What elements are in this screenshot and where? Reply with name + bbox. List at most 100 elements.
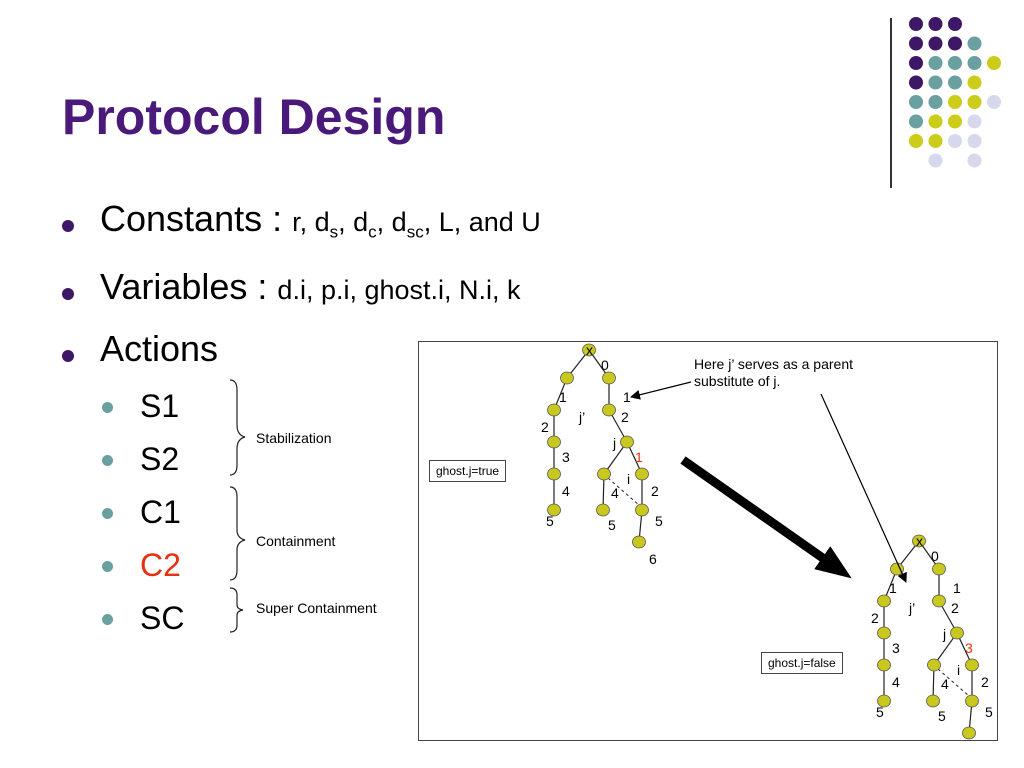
tree-label: 2	[621, 409, 629, 425]
tree-node	[560, 371, 574, 385]
tree-node	[965, 658, 979, 672]
tree-label: 5	[546, 513, 554, 529]
decor-dot	[948, 114, 962, 129]
tree-label: i	[957, 662, 960, 678]
decor-dot	[909, 56, 923, 70]
tree-label: j’	[578, 409, 585, 425]
decor-dot	[967, 95, 982, 109]
tree-node	[620, 435, 634, 449]
tree-node	[547, 403, 561, 417]
decor-dot	[928, 17, 943, 31]
tree-label: j	[612, 435, 616, 451]
tree-label: 2	[951, 600, 959, 616]
decor-dot	[948, 75, 962, 90]
tree-label: 3	[965, 640, 973, 656]
group-brackets	[229, 379, 246, 633]
decor-dot	[967, 36, 982, 51]
decor-dot	[909, 114, 923, 129]
tree-label: j’	[908, 600, 915, 616]
tree-label: 5	[876, 704, 884, 720]
decor-dot	[928, 36, 943, 51]
tree-node	[877, 626, 891, 640]
tree-label: x	[916, 533, 923, 549]
tree-node	[632, 535, 646, 549]
dashed-edge	[937, 668, 970, 697]
decor-dot	[928, 56, 943, 70]
tree-node	[877, 694, 891, 708]
tree-label: j	[942, 626, 946, 642]
tree-node	[635, 467, 649, 481]
tree-label: 2	[541, 419, 549, 435]
group-label-containment: Containment	[256, 533, 336, 549]
decor-dot	[928, 95, 943, 109]
tree-label: 0	[931, 548, 939, 564]
tree-node	[635, 503, 649, 517]
transition-arrow	[680, 456, 852, 579]
group-label-super-containment: Super Containment	[256, 600, 377, 616]
decor-dot	[967, 75, 982, 90]
decor-dot	[909, 17, 923, 31]
sub-bullet-dot	[102, 402, 113, 413]
decor-dot	[948, 95, 962, 109]
ghost-false-box: ghost.j=false	[761, 652, 843, 674]
tree-node	[547, 435, 561, 449]
bullet-dot	[62, 350, 74, 362]
tree-label: 5	[938, 708, 946, 724]
decor-dot	[928, 153, 943, 168]
actions-label: Actions	[100, 328, 219, 369]
tree-label: 4	[892, 674, 900, 690]
decor-dot	[967, 134, 982, 148]
dashed-edge	[607, 477, 640, 506]
tree-label: 5	[608, 517, 616, 533]
sub-bullet-dot	[102, 508, 113, 519]
tree-node	[965, 694, 979, 708]
bracket-stabilization	[229, 379, 246, 476]
decor-dot	[909, 36, 923, 51]
constants-values: r, ds, dc, dsc, L, and U	[292, 207, 541, 242]
tree-node	[932, 594, 946, 608]
tree-node	[877, 658, 891, 672]
tree-node	[602, 403, 616, 417]
constants-label: Constants :	[100, 198, 293, 239]
sub-bullet-dot	[102, 455, 113, 466]
tree-node	[912, 534, 926, 548]
bullet-dot	[62, 288, 74, 300]
tree-label: 0	[601, 357, 609, 373]
slide-title: Protocol Design	[62, 89, 446, 145]
variables-values: d.i, p.i, ghost.i, N.i, k	[277, 275, 521, 305]
tree-label: 3	[892, 640, 900, 656]
tree-node	[932, 562, 946, 576]
tree-label: 1	[559, 389, 567, 405]
sub-bullet-dot	[102, 614, 113, 625]
decor-dot	[967, 153, 982, 168]
note-arrow-to-jprime	[630, 381, 692, 400]
ghost-true-box: ghost.j=true	[429, 460, 507, 482]
tree-label: 5	[655, 513, 663, 529]
bracket-containment	[229, 486, 246, 581]
decor-dot	[928, 75, 943, 90]
corner-dot-decoration	[909, 17, 1001, 168]
tree-label: 5	[985, 704, 993, 720]
group-label-stabilization: Stabilization	[256, 430, 332, 446]
diagram-note: Here j’ serves as a parent substitute of…	[694, 356, 853, 389]
tree-node	[597, 467, 611, 481]
decor-dot	[928, 134, 943, 148]
tree-node	[602, 371, 616, 385]
tree-label: 2	[981, 674, 989, 690]
decor-dot	[948, 56, 962, 70]
tree-label: 1	[623, 389, 631, 405]
tree-label: 4	[562, 483, 570, 499]
tree-label: 6	[649, 551, 657, 567]
decor-dot	[909, 134, 923, 148]
tree-node	[547, 503, 561, 517]
decor-dot	[967, 56, 982, 70]
decor-dot	[987, 95, 1001, 109]
decor-dot	[928, 114, 943, 129]
decor-dot	[948, 36, 962, 51]
sub-bullet-dot	[102, 561, 113, 572]
tree-node	[950, 626, 964, 640]
tree-label: 1	[889, 580, 897, 596]
